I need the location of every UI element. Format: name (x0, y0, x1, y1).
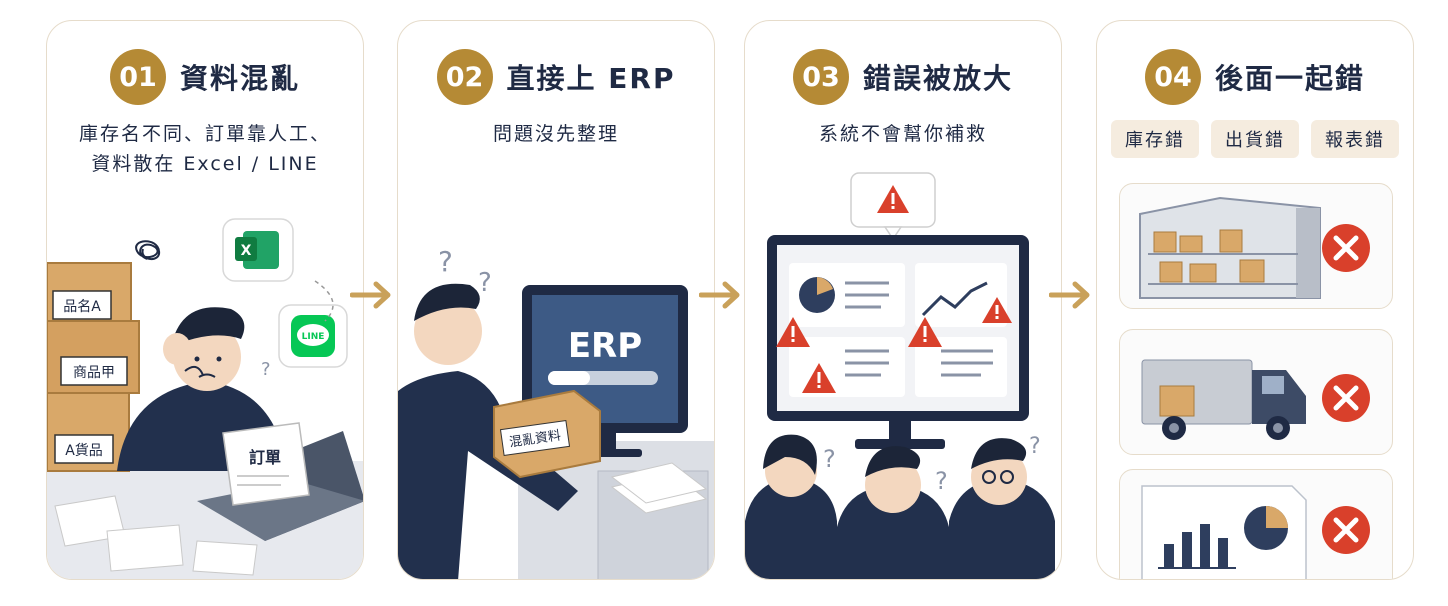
svg-text:?: ? (823, 445, 836, 473)
step-header: 01 資料混亂 (47, 47, 363, 107)
box-label: A貨品 (65, 442, 103, 459)
dashboard-monitor (767, 235, 1029, 449)
error-tags: 庫存錯 出貨錯 報表錯 (1097, 120, 1413, 158)
svg-text:X: X (241, 243, 252, 259)
arrow-right-icon (1049, 281, 1090, 309)
step-title: 錯誤被放大 (862, 62, 1013, 95)
arrow-right-icon (350, 281, 391, 309)
step-description: 系統不會幫你補救 (745, 119, 1061, 149)
warehouse-error-card (1119, 183, 1393, 309)
step-card-4: 04 後面一起錯 庫存錯 出貨錯 報表錯 (1096, 20, 1414, 580)
step-description: 問題沒先整理 (398, 119, 714, 149)
svg-text:?: ? (1029, 434, 1041, 459)
tag-inventory-error: 庫存錯 (1111, 120, 1199, 158)
error-illustration: ? ? ? (745, 172, 1055, 579)
step-header: 04 後面一起錯 (1097, 47, 1413, 107)
question-mark-icon: ? (478, 268, 492, 298)
description-line: 資料散在 Excel / LINE (91, 153, 319, 175)
step-card-1: 01 資料混亂 庫存名不同、訂單靠人工、 資料散在 Excel / LINE 品… (46, 20, 364, 580)
step-card-2: 02 直接上 ERP 問題沒先整理 ? ? ERP (397, 20, 715, 580)
box-label: 品名A (63, 299, 101, 315)
x-circle-icon (1322, 224, 1370, 272)
box-label: 混亂資料 (508, 428, 562, 450)
x-circle-icon (1322, 374, 1370, 422)
box-label: 商品甲 (73, 365, 115, 381)
description-line: 庫存名不同、訂單靠人工、 (78, 123, 331, 145)
chaos-illustration: 品名A 商品甲 A貨品 X LINE ? (47, 218, 363, 579)
svg-text:?: ? (261, 359, 271, 380)
line-label: LINE (302, 332, 325, 342)
person-at-desk (398, 283, 578, 579)
report-chart-icon (1141, 485, 1307, 579)
line-app-icon: LINE (278, 304, 348, 368)
excel-icon: X (222, 218, 294, 282)
report-error-card (1119, 469, 1393, 579)
step-card-3: 03 錯誤被放大 系統不會幫你補救 (744, 20, 1062, 580)
question-mark-icon: ? (438, 245, 453, 278)
step-title: 直接上 ERP (506, 62, 676, 95)
computer-monitor: ERP (522, 285, 688, 457)
step-number-badge: 01 (109, 49, 166, 105)
step-number-badge: 02 (436, 49, 493, 105)
description-line: 系統不會幫你補救 (818, 123, 987, 145)
delivery-truck-icon (1141, 359, 1306, 440)
step-header: 02 直接上 ERP (398, 47, 714, 107)
warning-triangle-icon (776, 297, 1012, 393)
stress-scribble-icon (135, 240, 161, 260)
erp-illustration: ? ? ERP 混亂資料 (398, 245, 714, 579)
svg-text:?: ? (935, 467, 948, 495)
messy-data-box: 混亂資料 (493, 389, 601, 479)
tag-report-error: 報表錯 (1311, 120, 1399, 158)
order-label: 訂單 (249, 448, 281, 467)
step-description: 庫存名不同、訂單靠人工、 資料散在 Excel / LINE (47, 119, 363, 179)
warning-bubble (850, 172, 936, 241)
shipping-error-card (1119, 329, 1393, 455)
step-title: 後面一起錯 (1214, 62, 1365, 95)
erp-screen-label: ERP (568, 326, 642, 366)
description-line: 問題沒先整理 (492, 123, 619, 145)
x-circle-icon (1322, 506, 1370, 554)
cardboard-boxes: 品名A 商品甲 A貨品 (47, 262, 140, 472)
confused-people (745, 434, 1055, 579)
step-number-badge: 04 (1144, 49, 1201, 105)
arrow-right-icon (699, 281, 740, 309)
order-paper: 訂單 (222, 422, 310, 506)
step-header: 03 錯誤被放大 (745, 47, 1061, 107)
step-title: 資料混亂 (179, 62, 300, 95)
tag-shipping-error: 出貨錯 (1211, 120, 1299, 158)
warehouse-icon (1139, 196, 1321, 299)
step-number-badge: 03 (792, 49, 849, 105)
